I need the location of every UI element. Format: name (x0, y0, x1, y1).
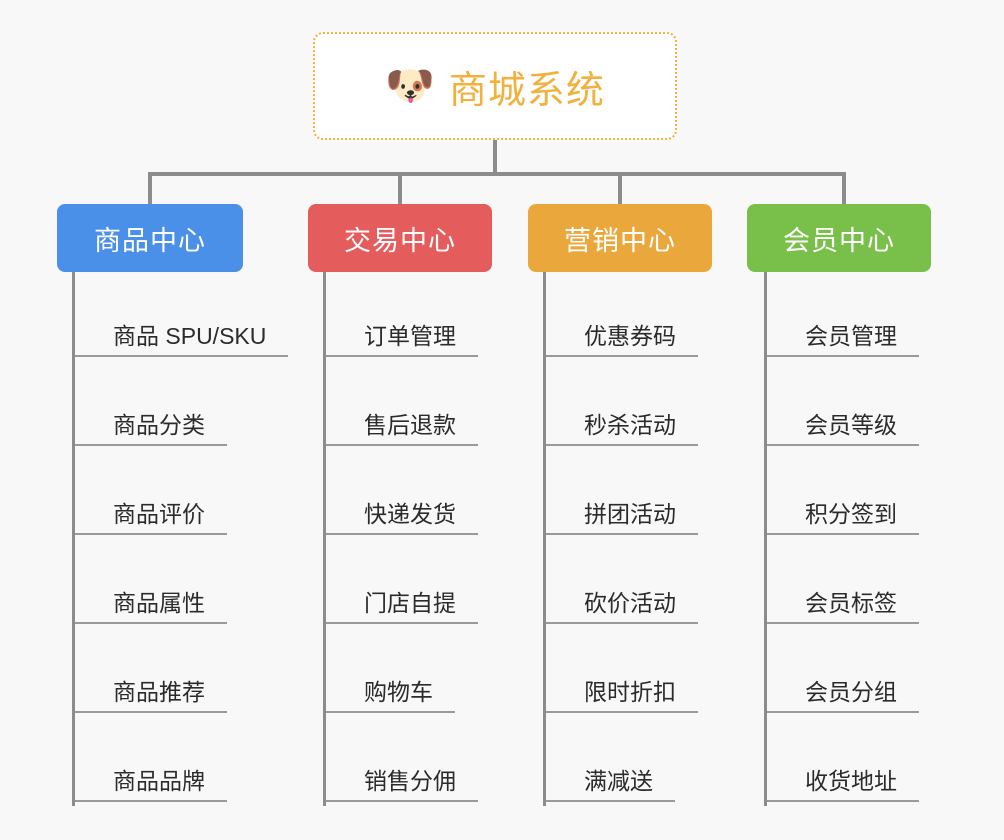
item-list-4: 会员管理 会员等级 积分签到 会员标签 会员分组 收货地址 (764, 272, 919, 806)
list-item[interactable]: 秒杀活动 (546, 361, 698, 450)
list-item[interactable]: 门店自提 (326, 539, 478, 628)
item-label: 快递发货 (326, 501, 478, 535)
item-label: 限时折扣 (546, 679, 698, 713)
item-label: 商品评价 (75, 501, 227, 535)
category-label-4: 会员中心 (783, 225, 895, 256)
list-item[interactable]: 商品属性 (75, 539, 288, 628)
list-item[interactable]: 会员分组 (767, 628, 919, 717)
item-rail-1 (72, 272, 75, 806)
connector-drop-1 (148, 172, 152, 206)
item-label: 优惠券码 (546, 323, 698, 357)
item-label: 购物车 (326, 679, 455, 713)
list-item[interactable]: 商品推荐 (75, 628, 288, 717)
connector-root-stem (493, 140, 497, 176)
list-item[interactable]: 砍价活动 (546, 539, 698, 628)
category-header-3[interactable]: 营销中心 (528, 204, 712, 272)
list-item[interactable]: 订单管理 (326, 272, 478, 361)
item-label: 积分签到 (767, 501, 919, 535)
item-label: 商品推荐 (75, 679, 227, 713)
list-item[interactable]: 拼团活动 (546, 450, 698, 539)
item-label: 会员管理 (767, 323, 919, 357)
category-label-1: 商品中心 (94, 225, 206, 256)
category-header-2[interactable]: 交易中心 (308, 204, 492, 272)
item-label: 商品分类 (75, 412, 227, 446)
item-label: 售后退款 (326, 412, 478, 446)
item-label: 商品 SPU/SKU (75, 323, 289, 357)
list-item[interactable]: 收货地址 (767, 717, 919, 806)
item-label: 订单管理 (326, 323, 478, 357)
item-label: 门店自提 (326, 590, 478, 624)
list-item[interactable]: 会员标签 (767, 539, 919, 628)
item-label: 会员标签 (767, 590, 919, 624)
item-label: 收货地址 (767, 768, 919, 802)
item-label: 商品属性 (75, 590, 227, 624)
connector-drop-4 (842, 172, 846, 206)
list-item[interactable]: 快递发货 (326, 450, 478, 539)
list-item[interactable]: 商品评价 (75, 450, 288, 539)
root-title: 商城系统 (448, 69, 605, 112)
list-item[interactable]: 积分签到 (767, 450, 919, 539)
item-label: 会员等级 (767, 412, 919, 446)
list-item[interactable]: 优惠券码 (546, 272, 698, 361)
connector-horizontal-bus (148, 172, 846, 176)
root-node[interactable]: 🐶 商城系统 (313, 32, 677, 140)
list-item[interactable]: 会员等级 (767, 361, 919, 450)
dog-face-icon: 🐶 (385, 64, 435, 108)
connector-drop-2 (398, 172, 402, 206)
list-item[interactable]: 限时折扣 (546, 628, 698, 717)
list-item[interactable]: 购物车 (326, 628, 478, 717)
list-item[interactable]: 销售分佣 (326, 717, 478, 806)
list-item[interactable]: 商品 SPU/SKU (75, 272, 289, 361)
item-list-2: 订单管理 售后退款 快递发货 门店自提 购物车 销售分佣 (323, 272, 478, 806)
category-header-1[interactable]: 商品中心 (57, 204, 243, 272)
list-item[interactable]: 商品分类 (75, 361, 288, 450)
list-item[interactable]: 商品品牌 (75, 717, 288, 806)
item-label: 会员分组 (767, 679, 919, 713)
item-label: 销售分佣 (326, 768, 478, 802)
category-header-4[interactable]: 会员中心 (747, 204, 931, 272)
item-rail-4 (764, 272, 767, 806)
item-label: 秒杀活动 (546, 412, 698, 446)
item-label: 拼团活动 (546, 501, 698, 535)
category-label-3: 营销中心 (564, 225, 676, 256)
item-rail-2 (323, 272, 326, 806)
list-item[interactable]: 会员管理 (767, 272, 919, 361)
category-label-2: 交易中心 (344, 225, 456, 256)
item-rail-3 (543, 272, 546, 806)
list-item[interactable]: 售后退款 (326, 361, 478, 450)
item-list-3: 优惠券码 秒杀活动 拼团活动 砍价活动 限时折扣 满减送 (543, 272, 698, 806)
connector-drop-3 (618, 172, 622, 206)
item-label: 砍价活动 (546, 590, 698, 624)
list-item[interactable]: 满减送 (546, 717, 698, 806)
item-label: 商品品牌 (75, 768, 227, 802)
item-list-1: 商品 SPU/SKU 商品分类 商品评价 商品属性 商品推荐 商品品牌 (72, 272, 289, 806)
item-label: 满减送 (546, 768, 675, 802)
